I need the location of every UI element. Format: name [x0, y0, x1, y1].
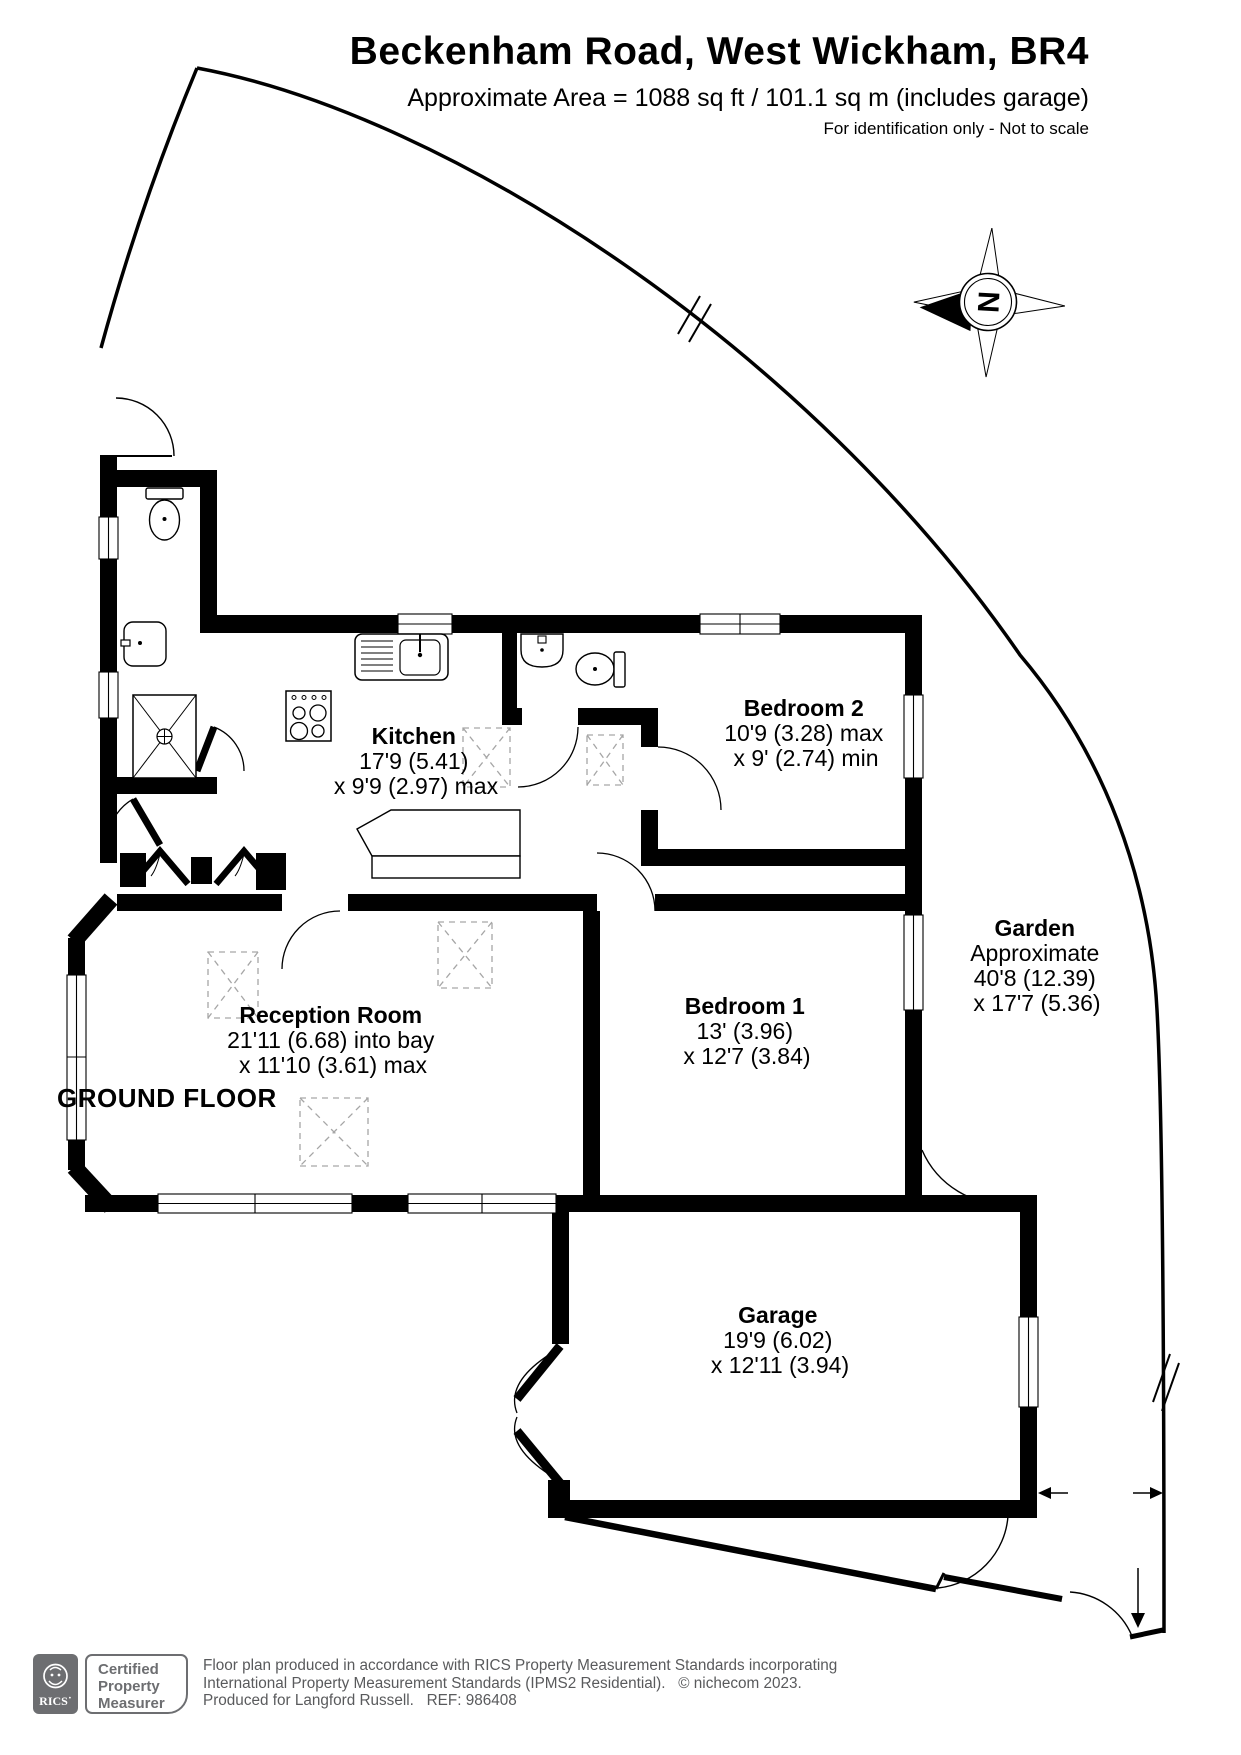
compass-ring-outer [958, 272, 1018, 332]
boundary-break-mark-top [677, 295, 712, 343]
badge-line: Certified [98, 1661, 159, 1678]
wall-hall-south-a [117, 894, 282, 911]
wall-bath-bottom-r [578, 708, 658, 725]
windows [66, 516, 1039, 1408]
svg-text:RICS˙: RICS˙ [39, 1694, 72, 1708]
badge-line: Measurer [98, 1695, 165, 1712]
kitchen-sink [354, 633, 449, 681]
boundary-left-line [99, 67, 199, 349]
label-bedroom-1: Bedroom 1 13' (3.96) x 12'7 (3.84) [683, 993, 810, 1069]
bathroom-door-arc [517, 726, 579, 788]
fence-jog [934, 1572, 946, 1590]
wall-hall-south-b [348, 894, 597, 911]
wall-bed2-bottom [641, 849, 922, 866]
fence-line-3 [1129, 1627, 1164, 1640]
footer-text: Floor plan produced in accordance with R… [203, 1654, 837, 1710]
cupboard-kitchen [462, 727, 511, 788]
page-title: Beckenham Road, West Wickham, BR4 [349, 30, 1089, 73]
wall-bay-diagonal-top [67, 893, 118, 947]
wall-garage-bottom [548, 1500, 1037, 1518]
wall-lobby-top [100, 470, 217, 487]
wall-bed2-left-b [641, 810, 658, 851]
kitchen-door [193, 725, 245, 773]
reception-door-arc [281, 910, 341, 970]
boundary-break-mark-right [1152, 1353, 1180, 1412]
rics-lion-icon: RICS˙ [39, 1663, 72, 1708]
wall-main-top [200, 615, 922, 633]
cupboard-reception-2 [437, 921, 493, 989]
cupboard-hall [586, 734, 624, 786]
footer-line: Produced for Langford Russell. REF: 9864… [203, 1692, 517, 1709]
bedroom2-door-arc [657, 746, 722, 811]
wall-bath-bottom-l [502, 708, 522, 725]
window-lobby-2 [98, 671, 119, 719]
disclaimer: For identification only - Not to scale [823, 119, 1089, 138]
header: Beckenham Road, West Wickham, BR4 Approx… [350, 30, 1089, 138]
label-reception-room: Reception Room 21'11 (6.68) into bay x 1… [227, 1002, 439, 1078]
boundary-curve [196, 66, 1166, 1634]
window-bedroom2-top [699, 613, 781, 635]
toilet-bathroom [575, 651, 626, 688]
wall-lobby-right [200, 487, 217, 617]
footer-line: International Property Measurement Stand… [203, 1674, 802, 1692]
label-garage: Garage 19'9 (6.02) x 12'11 (3.94) [711, 1302, 849, 1378]
wall-lobby-bottom [100, 777, 217, 794]
compass-ring-inner [963, 277, 1013, 327]
hob [285, 690, 332, 742]
rics-logo: RICS˙ [33, 1654, 78, 1714]
rear-gate-arc-1 [937, 1515, 1009, 1589]
toilet-lobby [145, 487, 184, 541]
window-reception-bottom-2 [407, 1193, 557, 1214]
basin-bathroom [520, 633, 564, 668]
wall-recep-bed1-divider [583, 911, 600, 1195]
shower [132, 694, 197, 779]
window-lobby-1 [98, 516, 119, 560]
window-kitchen [397, 613, 453, 635]
fence-line-2 [943, 1574, 1063, 1602]
bifold-front-door [129, 845, 275, 887]
footer: RICS˙ Certified Property Measurer Floor … [33, 1654, 837, 1714]
wall-porch-pier-mid [191, 857, 212, 884]
wall-lobby-left [100, 455, 117, 805]
window-bay [66, 974, 87, 1141]
area-line: Approximate Area = 1088 sq ft / 101.1 sq… [407, 84, 1089, 112]
fence-line [564, 1513, 937, 1593]
window-bedroom2-right [903, 694, 924, 779]
badge-line: Property [98, 1678, 160, 1695]
fixtures [120, 487, 626, 879]
front-gate-arc [115, 397, 175, 457]
wall-bed2-left-a [641, 725, 658, 747]
compass: N [913, 227, 1066, 378]
window-reception-bottom-1 [157, 1193, 353, 1214]
wall-garage-left-upper [552, 1212, 569, 1344]
cupboard-reception-3 [299, 1097, 369, 1167]
boundary-down-arrow [1131, 1568, 1145, 1628]
certified-property-measurer-badge: Certified Property Measurer [85, 1654, 188, 1714]
kitchen-peninsula [356, 809, 521, 879]
room-labels: Kitchen 17'9 (5.41) x 9'9 (2.97) max Bed… [57, 695, 1104, 1378]
passage-dimension-arrowheads [1038, 1487, 1163, 1499]
garage-bifold-doors [513, 1343, 564, 1486]
doors [103, 455, 722, 1486]
window-bedroom1-right [903, 914, 924, 1011]
footer-line: Floor plan produced in accordance with R… [203, 1657, 838, 1674]
rear-gate-arc-2 [1069, 1591, 1133, 1637]
front-porch-door [106, 797, 164, 847]
window-garage [1018, 1316, 1039, 1408]
label-kitchen: Kitchen 17'9 (5.41) x 9'9 (2.97) max [334, 723, 499, 799]
wall-hall-south-c [655, 894, 905, 911]
bedroom1-door-arc [596, 852, 656, 912]
wall-bay-diagonal-bottom [67, 1161, 118, 1213]
ground-floor-label: GROUND FLOOR [57, 1083, 277, 1113]
cupboards [207, 727, 624, 1167]
label-garden: Garden Approximate 40'8 (12.39) x 17'7 (… [970, 915, 1104, 1016]
cupboard-reception-1 [207, 951, 259, 1019]
compass-letter: N [972, 290, 1006, 313]
label-bedroom-2: Bedroom 2 10'9 (3.28) max x 9' (2.74) mi… [724, 695, 888, 771]
wall-bath-left [502, 633, 517, 725]
basin-lobby [120, 621, 167, 667]
